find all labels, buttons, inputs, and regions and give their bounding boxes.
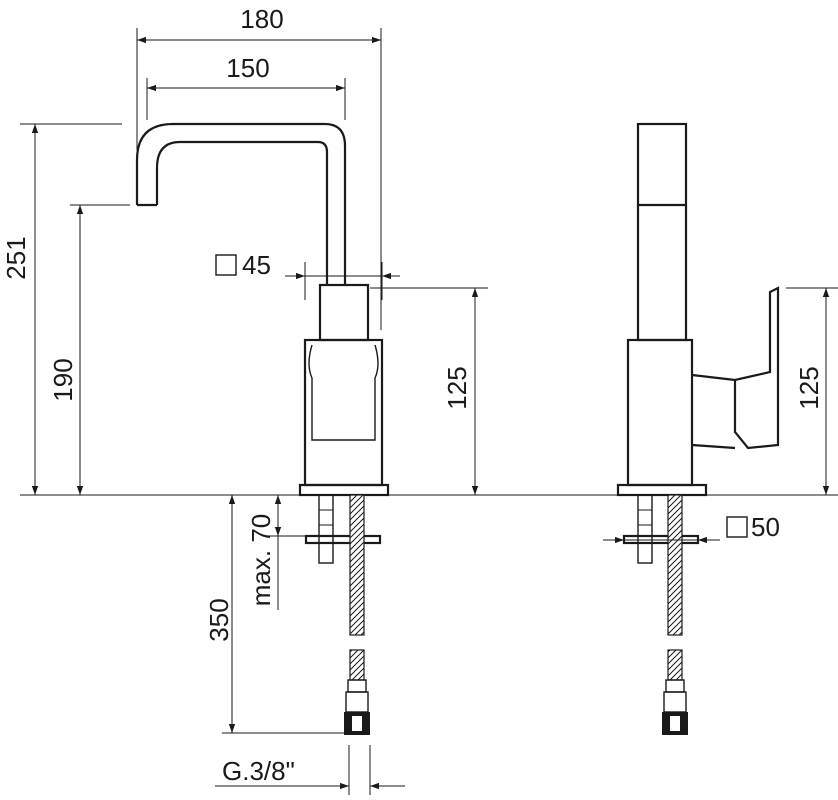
dim-180: 180 (240, 4, 283, 34)
front-base-plate (298, 483, 390, 497)
side-base-plate (616, 483, 708, 497)
square-symbol-45 (215, 254, 237, 276)
dim-350: 350 (204, 598, 234, 641)
dim-125-front: 125 (442, 366, 472, 409)
dim-150: 150 (226, 53, 269, 83)
side-threaded-stud (637, 494, 653, 564)
dim-square-50: 50 (751, 512, 780, 542)
side-column (636, 122, 688, 342)
front-upper-column (318, 283, 370, 342)
side-body (626, 338, 694, 487)
square-symbol-50 (726, 516, 748, 538)
front-view (135, 122, 390, 735)
side-hose-nut (662, 679, 688, 735)
front-threaded-stud (318, 494, 334, 564)
front-spout (135, 122, 347, 285)
side-view (616, 122, 780, 735)
dim-g-3-8: G.3/8" (222, 756, 295, 786)
side-supply-hose (667, 494, 683, 636)
dimension-lines (20, 28, 838, 795)
dim-251: 251 (1, 236, 31, 279)
side-lever (691, 286, 780, 450)
front-hose-nut (344, 679, 370, 735)
dim-square-45: 45 (242, 250, 271, 280)
dim-125-side: 125 (794, 366, 824, 409)
dim-190: 190 (48, 358, 78, 401)
dim-max-70: max. 70 (246, 514, 276, 607)
front-supply-hose (349, 494, 365, 636)
front-body (303, 338, 384, 487)
front-clamp-washer (304, 534, 382, 545)
